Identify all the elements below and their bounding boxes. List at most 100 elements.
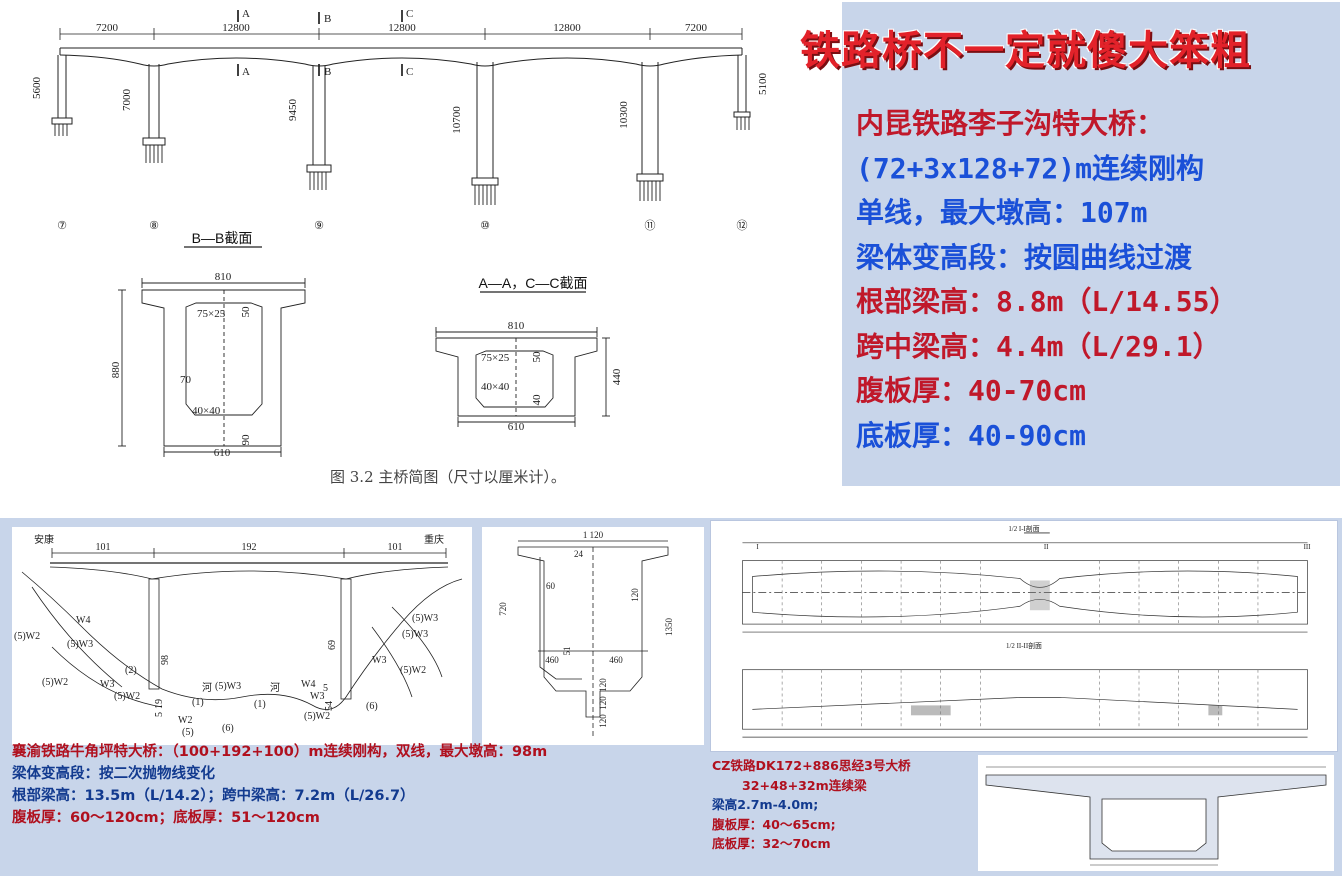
- cut-mark-c-top: C: [406, 8, 413, 20]
- pier-height-12: 5100: [757, 73, 769, 96]
- span-dim-2: 12800: [222, 22, 250, 34]
- ac-bottom-slab: 40: [531, 394, 543, 406]
- stratum-5: (5)W2: [42, 677, 68, 688]
- stratum-20: W3: [372, 655, 386, 666]
- sect-height-mid: 720: [498, 602, 508, 616]
- pier-number-8: ⑧: [149, 220, 159, 232]
- stratum-10: (5)W3: [215, 681, 241, 692]
- stratum-19: (5)W3: [402, 629, 428, 640]
- stratum-17: W3: [310, 691, 324, 702]
- info-line-3: 单线，最大墩高：107m: [856, 196, 1148, 229]
- sect-top-slab: 24: [574, 549, 584, 559]
- info-panel: 内昆铁路李子沟特大桥： (72+3x128+72)m连续刚构 单线，最大墩高：1…: [842, 90, 1340, 486]
- niujiaoping-line-2: 梁体变高段：按二次抛物线变化: [12, 766, 215, 782]
- sijing-line-5: 底板厚：32～70cm: [712, 836, 831, 851]
- stratum-11: 河: [270, 682, 280, 694]
- stratum-6: W3: [100, 679, 114, 690]
- elev-pier-height-2: 69: [327, 640, 338, 650]
- pier-number-12: ⑫: [737, 219, 748, 232]
- pier-height-7: 5600: [31, 77, 43, 100]
- sect-height-root: 1350: [664, 618, 674, 637]
- pier-height-11: 10300: [618, 101, 630, 129]
- stratum-13: W2: [178, 715, 192, 726]
- span-dim-5: 7200: [685, 22, 708, 34]
- elev-span-2: 192: [242, 542, 257, 553]
- cut-mark-b-bottom: B: [324, 66, 331, 78]
- plan-mark-i: I: [756, 544, 759, 551]
- cut-mark-c-bottom: C: [406, 66, 413, 78]
- bb-top-width: 810: [215, 271, 232, 283]
- stratum-8: (1): [192, 697, 204, 708]
- stratum-27: 5: [154, 712, 165, 717]
- niujiaoping-line-3: 根部梁高：13.5m（L/14.2）；跨中梁高：7.2m（L/26.7）: [12, 788, 415, 804]
- bb-top-slab: 50: [240, 306, 252, 318]
- stratum-15: (6): [222, 723, 234, 734]
- stratum-23: (5)W3: [412, 613, 438, 624]
- niujiaoping-section-drawing: 1 120 24 60 720 120 1350 51 460 460 120 …: [482, 527, 704, 745]
- bb-bottom-width: 610: [214, 447, 231, 459]
- sect-bottom-dim-3: 120: [598, 714, 608, 728]
- info-line-8: 底板厚：40-90cm: [856, 418, 1087, 452]
- sijing-line-4: 腹板厚：40～65cm;: [712, 816, 836, 832]
- ac-top-width: 810: [508, 320, 525, 332]
- pier-number-9: ⑨: [314, 220, 324, 232]
- cut-mark-b-top: B: [324, 13, 331, 25]
- niujiaoping-line-1: 襄渝铁路牛角坪特大桥：（100+192+100）m连续刚构，双线，最大墩高：98…: [12, 744, 548, 760]
- plan-title-top: 1/2 I-I剖面: [1008, 524, 1039, 533]
- sect-bottom-dim-2: 120: [598, 696, 608, 710]
- pier-number-10: ⑩: [480, 220, 490, 232]
- info-line-1: 内昆铁路李子沟特大桥：: [856, 107, 1165, 140]
- stratum-1: (5)W2: [14, 631, 40, 642]
- sijing-line-3: 梁高2.7m-4.0m;: [712, 797, 819, 812]
- ac-height: 440: [611, 368, 623, 385]
- span-dim-3: 12800: [388, 22, 416, 34]
- bridge-elevation-drawing: 7200 12800 12800 12800 7200 A A B B C C: [31, 8, 769, 486]
- niujiaoping-elevation-drawing: 安康 重庆 101 192 101 98 69 (5)W2 W4 (5)W3 (…: [12, 527, 472, 745]
- sect-web: 60: [546, 581, 556, 591]
- info-line-5: 根部梁高：8.8m（L/14.55）: [856, 285, 1238, 318]
- stratum-25: 54: [324, 701, 335, 711]
- pier-height-8: 7000: [121, 89, 133, 112]
- niujiaoping-line-4: 腹板厚：60～120cm；底板厚：51～120cm: [12, 810, 320, 826]
- sijing-cross-section-drawing: [978, 755, 1334, 871]
- stratum-7: (5)W2: [114, 691, 140, 702]
- pier-number-7: ⑦: [57, 220, 67, 232]
- stratum-16: W4: [301, 679, 315, 690]
- elev-left-city: 安康: [34, 533, 54, 546]
- sijing-line-2: 32+48+32m连续梁: [742, 777, 867, 793]
- info-line-4: 梁体变高段：按圆曲线过渡: [856, 240, 1193, 274]
- sijing-description: CZ铁路DK172+886思经3号大桥 32+48+32m连续梁 梁高2.7m-…: [712, 756, 911, 854]
- section-ac-title: A—A，C—C截面: [479, 275, 588, 291]
- pier-height-10: 10700: [451, 106, 463, 134]
- plan-mark-iii: III: [1304, 544, 1312, 551]
- stratum-18: (5)W2: [304, 711, 330, 722]
- sect-half-width-right: 460: [609, 655, 623, 665]
- stratum-24: 5: [323, 683, 328, 694]
- stratum-26: 19: [154, 699, 165, 709]
- section-bb-title: B—B截面: [192, 230, 253, 246]
- bb-bottom-slab: 90: [240, 434, 252, 446]
- bb-height: 880: [110, 361, 122, 378]
- info-line-6: 跨中梁高：4.4m（L/29.1）: [856, 329, 1221, 363]
- pier-number-11: ⑪: [645, 219, 656, 232]
- stratum-14: (5): [182, 727, 194, 738]
- title-banner: [842, 2, 1340, 90]
- ac-haunch-top: 75×25: [481, 352, 510, 364]
- sect-top-width: 1 120: [583, 530, 604, 540]
- cut-mark-a-bottom: A: [242, 66, 250, 78]
- ac-top-slab: 50: [531, 351, 543, 363]
- sijing-line-1: CZ铁路DK172+886思经3号大桥: [712, 758, 911, 773]
- stratum-2: W4: [76, 615, 90, 626]
- figure-caption: 图 3.2 主桥简图（尺寸以厘米计）。: [330, 468, 566, 486]
- stratum-22: (5)W2: [400, 665, 426, 676]
- plan-mark-ii: II: [1044, 544, 1049, 551]
- sect-bottom-dim-1: 120: [598, 678, 608, 692]
- bb-haunch-bottom: 40×40: [192, 405, 221, 417]
- stratum-12: (1): [254, 699, 266, 710]
- stratum-4: (2): [125, 665, 137, 676]
- sect-bottom-slab: 51: [562, 647, 572, 656]
- ac-bottom-width: 610: [508, 421, 525, 433]
- info-line-2: (72+3x128+72)m连续刚构: [856, 151, 1205, 185]
- niujiaoping-description: 襄渝铁路牛角坪特大桥：（100+192+100）m连续刚构，双线，最大墩高：98…: [12, 741, 547, 829]
- elev-pier-height-1: 98: [160, 655, 171, 665]
